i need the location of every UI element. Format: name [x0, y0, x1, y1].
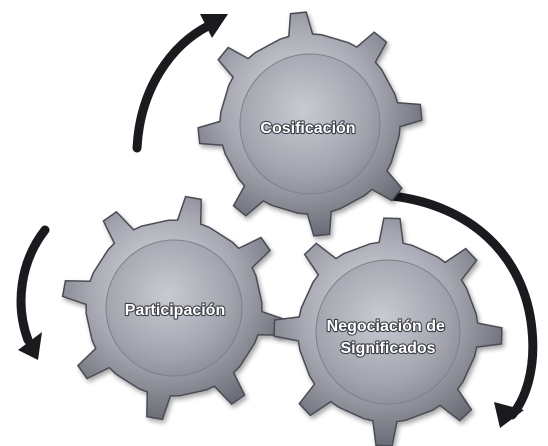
gear-label-participacion: Participación	[125, 302, 225, 319]
curved-arrow-icon	[16, 225, 50, 360]
curved-arrow-icon	[387, 191, 538, 428]
gear-negociacion	[273, 217, 503, 446]
curved-arrow-icon	[132, 14, 228, 153]
gear-label-cosificacion: Cosificación	[260, 120, 355, 137]
gear-cosificacion	[197, 11, 423, 237]
gear-participacion	[61, 195, 287, 421]
gear-label-negociacion: Negociación de Significados	[327, 318, 450, 357]
